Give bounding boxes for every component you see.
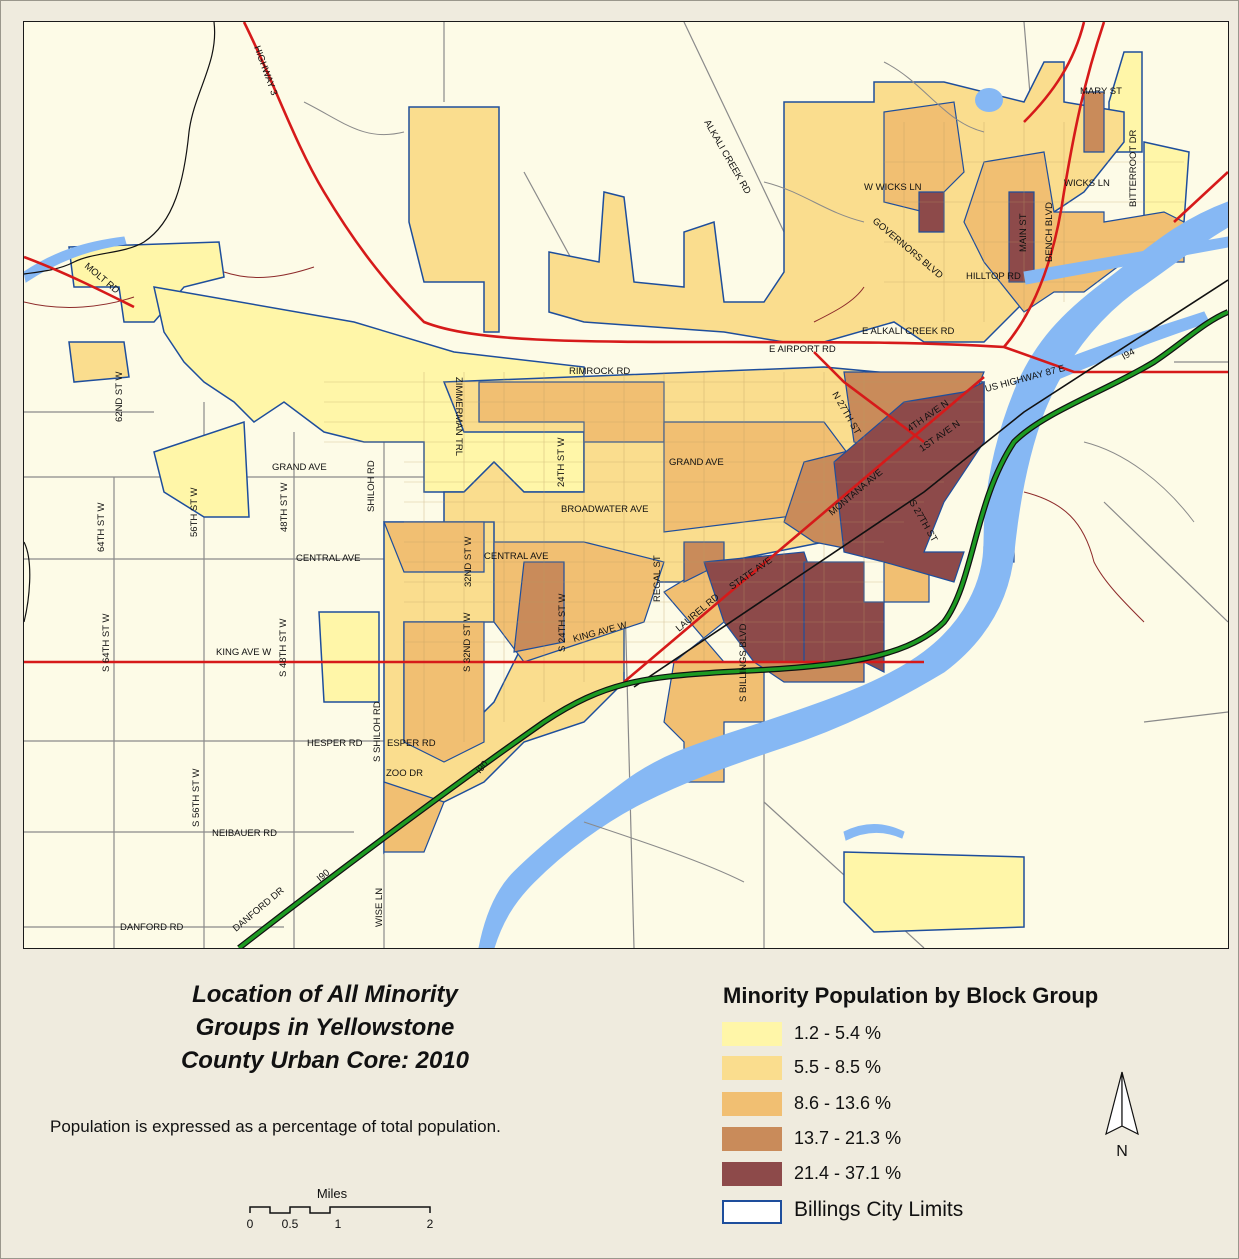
legend-swatch-city-limits <box>722 1200 782 1224</box>
label-grand-w: GRAND AVE <box>272 462 327 473</box>
label-56th: 56TH ST W <box>189 488 200 537</box>
label-32nd: 32ND ST W <box>463 536 474 587</box>
label-central-w: CENTRAL AVE <box>296 553 360 564</box>
map-title-line-3: County Urban Core: 2010 <box>180 1047 470 1074</box>
label-s56: S 56TH ST W <box>191 769 202 827</box>
rimrock-line-west <box>24 541 31 623</box>
map-canvas: HIGHWAY 3 ALKALI CREEK RD MOLT RD MARY S… <box>23 21 1229 949</box>
legend-title: Minority Population by Block Group <box>723 983 1099 1008</box>
scale-unit: Miles <box>317 1186 348 1201</box>
map-title: Location of All Minority Groups in Yello… <box>120 978 530 1077</box>
label-w-wicks: W WICKS LN <box>864 182 922 193</box>
label-e-alkali: E ALKALI CREEK RD <box>862 326 955 337</box>
label-grand-e: GRAND AVE <box>669 457 724 468</box>
legend-label-3: 8.6 - 13.6 % <box>794 1093 892 1113</box>
legend-swatch-5 <box>722 1162 782 1186</box>
yellowstone-river <box>24 201 1228 948</box>
label-broadwater: BROADWATER AVE <box>561 504 648 515</box>
legend-swatch-3 <box>722 1092 782 1116</box>
legend-swatch-2 <box>722 1056 782 1080</box>
secondary-roads <box>303 61 1195 883</box>
label-bench: BENCH BLVD <box>1044 202 1055 262</box>
map-title-line-1: Location of All Minority <box>192 981 458 1008</box>
label-zoo: ZOO DR <box>386 768 423 779</box>
label-s64: S 64TH ST W <box>101 614 112 672</box>
label-central-e: CENTRAL AVE <box>484 551 548 562</box>
label-s-shiloh: S SHILOH RD <box>372 701 383 762</box>
label-wise: WISE LN <box>374 888 385 927</box>
legend-label-1: 1.2 - 5.4 % <box>794 1023 882 1043</box>
legend-label-2: 5.5 - 8.5 % <box>794 1057 882 1077</box>
legend-swatch-4 <box>722 1127 782 1151</box>
label-esper: ESPER RD <box>387 738 436 749</box>
label-24th: 24TH ST W <box>556 438 567 487</box>
north-arrow-icon: N <box>1105 1071 1139 1160</box>
north-label: N <box>1116 1143 1128 1160</box>
class-1-areas <box>68 51 1190 933</box>
legend-label-4: 13.7 - 21.3 % <box>794 1128 902 1148</box>
label-rimrock: RIMROCK RD <box>569 366 630 377</box>
label-64th: 64TH ST W <box>96 503 107 552</box>
map-title-line-2: Groups in Yellowstone <box>195 1014 455 1041</box>
label-shiloh: SHILOH RD <box>366 460 377 512</box>
label-neibauer: NEIBAUER RD <box>212 828 277 839</box>
map-note: Population is expressed as a percentage … <box>50 1117 501 1136</box>
railroad <box>633 279 1228 688</box>
label-hesper: HESPER RD <box>307 738 363 749</box>
label-main: MAIN ST <box>1018 213 1029 252</box>
map-svg: HIGHWAY 3 ALKALI CREEK RD MOLT RD MARY S… <box>24 22 1228 948</box>
label-zimmerman: ZIMMERMAN TRL <box>453 377 464 456</box>
rimrock-line <box>24 22 216 275</box>
north-arrow: N <box>1100 1068 1144 1164</box>
legend-label-5: 21.4 - 37.1 % <box>794 1163 902 1183</box>
scale-bar-line <box>249 1206 431 1214</box>
legend-label-city-limits: Billings City Limits <box>794 1198 964 1221</box>
scale-bar: Miles 0 0.5 1 2 <box>240 1185 440 1245</box>
label-62nd: 62ND ST W <box>114 371 125 422</box>
highways <box>24 22 1228 683</box>
label-s-billings: S BILLINGS BLVD <box>738 623 749 702</box>
scale-tick-1: 1 <box>335 1217 342 1231</box>
scale-tick-0: 0 <box>247 1217 254 1231</box>
legend-swatch-1 <box>722 1022 782 1046</box>
label-48th: 48TH ST W <box>279 483 290 532</box>
drainages <box>24 266 1145 623</box>
label-regal: REGAL ST <box>652 555 663 602</box>
label-mary: MARY ST <box>1080 86 1122 97</box>
interstate <box>237 309 1228 948</box>
label-danford-rd: DANFORD RD <box>120 922 183 933</box>
label-s32: S 32ND ST W <box>462 612 473 672</box>
lake <box>975 88 1003 112</box>
scale-bar-svg: Miles 0 0.5 1 2 <box>247 1186 434 1231</box>
scale-tick-2: 2 <box>427 1217 434 1231</box>
label-king-w: KING AVE W <box>216 647 271 658</box>
label-e-airport: E AIRPORT RD <box>769 344 836 355</box>
label-s48: S 48TH ST W <box>278 619 289 677</box>
urban-street-grid <box>324 122 1184 742</box>
label-wicks: WICKS LN <box>1064 178 1110 189</box>
label-bitterroot: BITTERROOT DR <box>1128 129 1139 207</box>
label-s24: S 24TH ST W <box>557 594 568 652</box>
label-hilltop: HILLTOP RD <box>966 271 1021 282</box>
scale-tick-05: 0.5 <box>282 1217 299 1231</box>
